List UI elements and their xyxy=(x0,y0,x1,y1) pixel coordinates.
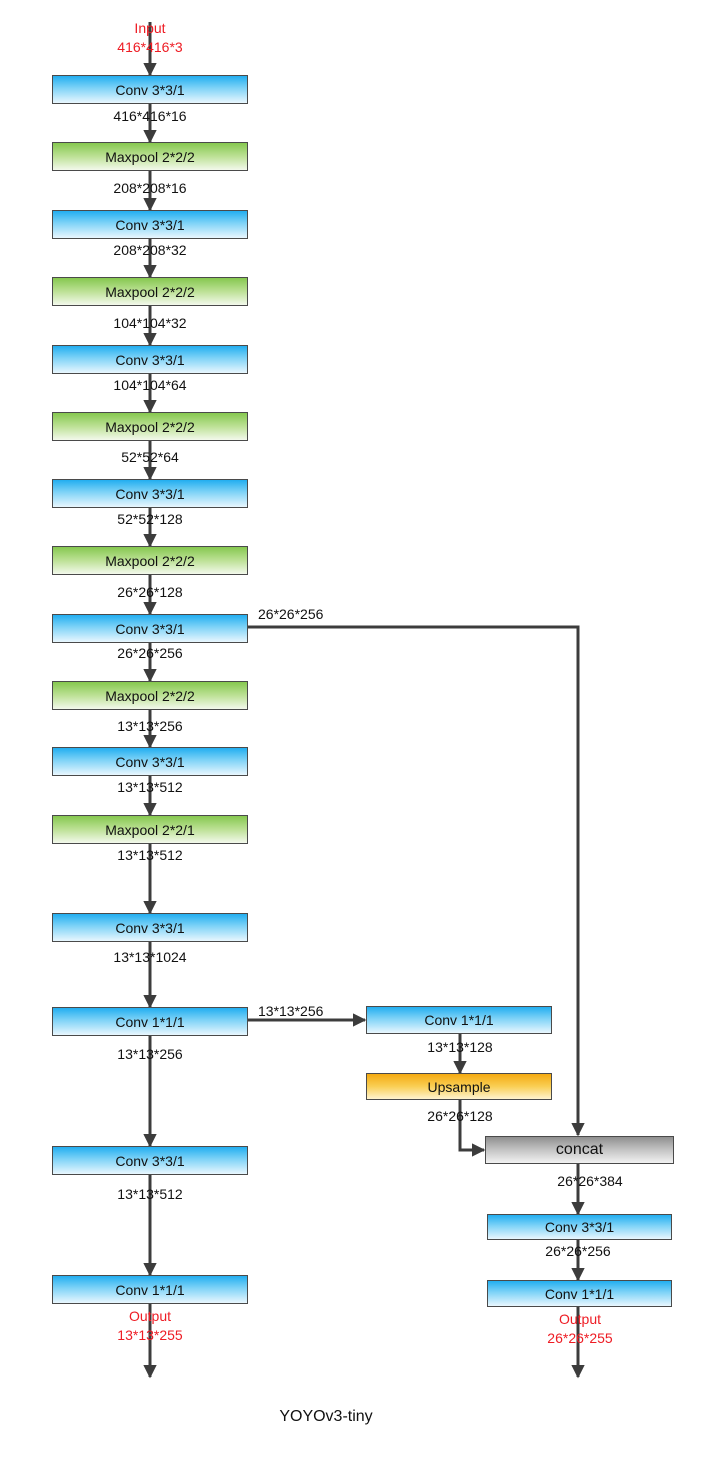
dims-label: 13*13*512 xyxy=(117,1186,183,1202)
branch-conv-2: Conv 3*3/1 xyxy=(487,1214,672,1240)
layer-12-maxpool: Maxpool 2*2/1 xyxy=(52,815,248,844)
layer-8-maxpool: Maxpool 2*2/2 xyxy=(52,546,248,575)
layer-10-maxpool: Maxpool 2*2/2 xyxy=(52,681,248,710)
dims-label: 104*104*64 xyxy=(113,377,187,393)
dims-label: 13*13*256 xyxy=(117,718,183,734)
branch-dims-label: 13*13*256 xyxy=(258,1003,324,1019)
dims-label: 26*26*128 xyxy=(117,584,183,600)
output-1-label: Output xyxy=(128,1308,172,1324)
diagram-caption: YOYOv3-tiny xyxy=(279,1408,373,1425)
dims-label: 13*13*512 xyxy=(117,847,183,863)
input-dims: 416*416*3 xyxy=(117,39,183,55)
branch-conv: Conv 1*1/1 xyxy=(366,1006,552,1034)
skip-dims-label: 26*26*256 xyxy=(258,606,324,622)
layer-11-conv: Conv 3*3/1 xyxy=(52,747,248,776)
arrow-skip xyxy=(248,625,585,1137)
output-2-label: Output xyxy=(558,1311,602,1327)
dims-label: 208*208*16 xyxy=(113,180,187,196)
dims-label: 104*104*32 xyxy=(113,315,187,331)
dims-label: 13*13*1024 xyxy=(113,949,187,965)
upsample-dims: 26*26*128 xyxy=(427,1108,493,1124)
branch-conv-dims: 13*13*128 xyxy=(427,1039,493,1055)
arrow-branch xyxy=(458,1100,486,1157)
dims-label: 13*13*512 xyxy=(117,779,183,795)
dims-label: 52*52*128 xyxy=(117,511,183,527)
layer-15-conv: Conv 3*3/1 xyxy=(52,1146,248,1175)
dims-label: 416*416*16 xyxy=(113,108,187,124)
layer-7-conv: Conv 3*3/1 xyxy=(52,479,248,508)
branch-conv-3: Conv 1*1/1 xyxy=(487,1280,672,1307)
layer-6-maxpool: Maxpool 2*2/2 xyxy=(52,412,248,441)
layer-3-conv: Conv 3*3/1 xyxy=(52,210,248,239)
layer-5-conv: Conv 3*3/1 xyxy=(52,345,248,374)
branch-conv-2-dims: 26*26*256 xyxy=(545,1243,611,1259)
dims-label: 52*52*64 xyxy=(121,449,179,465)
dims-label: 13*13*256 xyxy=(117,1046,183,1062)
layer-1-conv: Conv 3*3/1 xyxy=(52,75,248,104)
layer-14-conv: Conv 1*1/1 xyxy=(52,1007,248,1036)
layer-4-maxpool: Maxpool 2*2/2 xyxy=(52,277,248,306)
layer-9-conv: Conv 3*3/1 xyxy=(52,614,248,643)
concat-layer: concat xyxy=(485,1136,674,1164)
output-1-dims: 13*13*255 xyxy=(117,1327,183,1343)
layer-16-conv: Conv 1*1/1 xyxy=(52,1275,248,1304)
layer-13-conv: Conv 3*3/1 xyxy=(52,913,248,942)
output-2-dims: 26*26*255 xyxy=(547,1330,613,1346)
dims-label: 26*26*256 xyxy=(117,645,183,661)
upsample-layer: Upsample xyxy=(366,1073,552,1100)
concat-dims: 26*26*384 xyxy=(557,1173,623,1189)
dims-label: 208*208*32 xyxy=(113,242,187,258)
layer-2-maxpool: Maxpool 2*2/2 xyxy=(52,142,248,171)
input-label: Input xyxy=(134,20,166,36)
